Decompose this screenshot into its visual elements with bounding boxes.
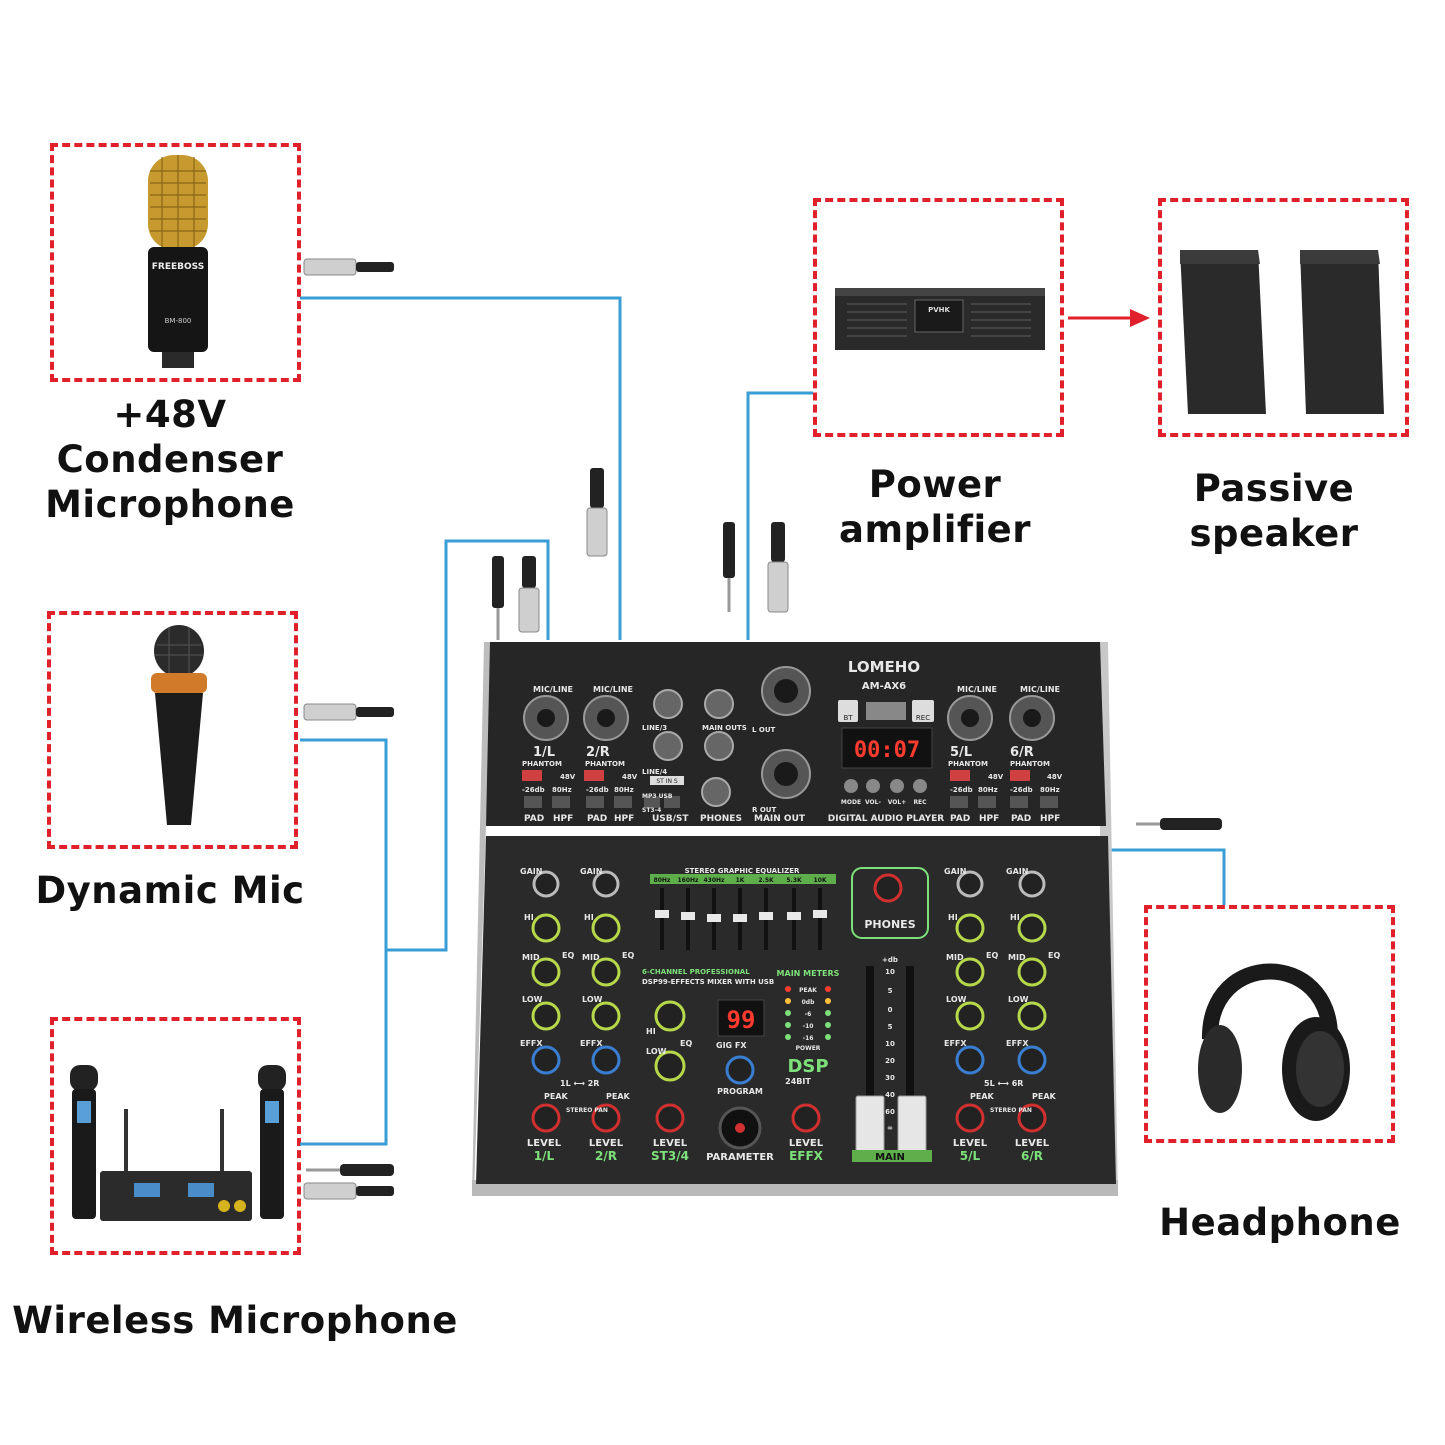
dynamic-mic-frame [47, 611, 298, 849]
dynamic-mic-label: Dynamic Mic [35, 869, 305, 912]
xlr-connector-condenser [303, 258, 394, 276]
wireless-mic-image [70, 1065, 286, 1221]
xlr-plug-vertical-1 [586, 468, 608, 557]
condenser-label-line1: +48V [113, 393, 227, 436]
passive-speaker-frame [1158, 198, 1409, 437]
headphone-label: Headphone [1159, 1201, 1401, 1244]
jack-connector-headphone [1136, 818, 1222, 830]
xlr-connector-dynamic [303, 703, 394, 721]
cable-amplifier [746, 391, 813, 640]
jack-plug-vertical-2 [723, 522, 735, 612]
condenser-mic-label: +48V Condenser Microphone [30, 392, 310, 527]
power-amplifier-frame: PVHK [813, 198, 1064, 437]
passive-speaker-label: Passive speaker [1189, 467, 1359, 555]
condenser-label-line3: Microphone [45, 483, 295, 526]
xlr-plug-vertical-2 [518, 556, 540, 633]
jack-connector-wireless [306, 1164, 394, 1176]
headphone-frame [1144, 905, 1395, 1143]
jack-plug-vertical-1 [492, 556, 504, 640]
headphone-image [1198, 963, 1350, 1121]
dynamic-mic-image [151, 625, 207, 825]
xlr-plug-vertical-3 [767, 522, 789, 613]
cable-dynamic-wireless [300, 539, 550, 1146]
cable-headphone [716, 848, 1226, 905]
amplifier-brand: PVHK [928, 306, 950, 314]
condenser-label-line2: Condenser [56, 438, 284, 481]
arrow-amp-to-speaker [1068, 309, 1150, 327]
wireless-mic-frame [50, 1017, 301, 1255]
condenser-brand: FREEBOSS [152, 262, 204, 272]
xlr-connector-wireless [303, 1182, 394, 1200]
passive-speaker-image [1180, 250, 1384, 414]
wireless-mic-label: Wireless Microphone [12, 1299, 458, 1342]
condenser-mic-frame: FREEBOSS BM-800 [50, 143, 301, 382]
condenser-model: BM-800 [165, 317, 192, 325]
power-amplifier-label: Power amplifier [839, 463, 1031, 551]
power-amplifier-image: PVHK [835, 288, 1045, 350]
cable-condenser [300, 296, 622, 640]
condenser-mic-image: FREEBOSS BM-800 [148, 155, 208, 368]
